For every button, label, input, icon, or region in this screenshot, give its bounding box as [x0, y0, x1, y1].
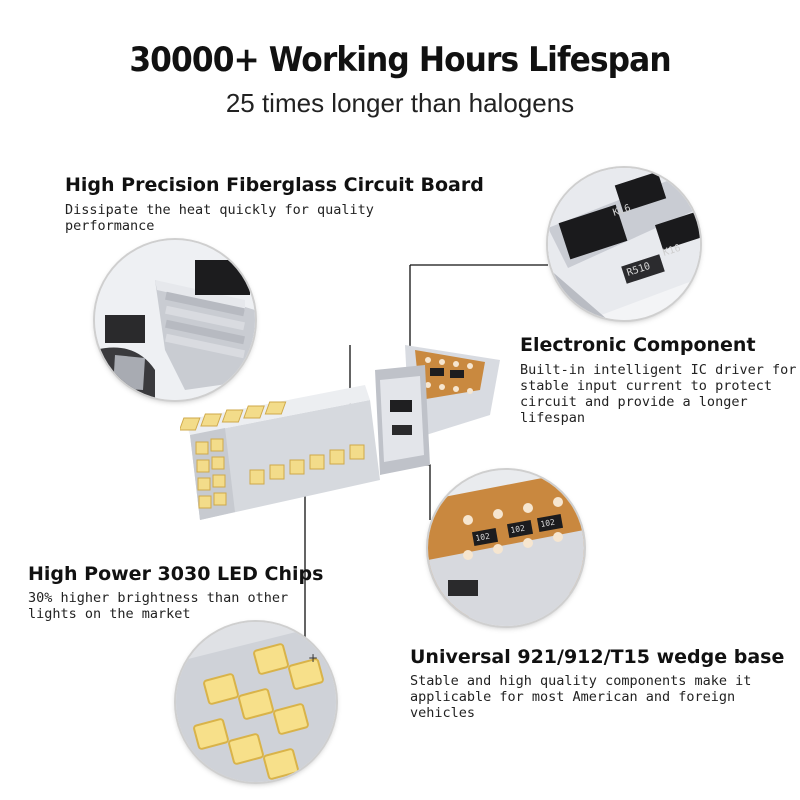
t15-led-bulb-image: [180, 250, 510, 540]
feature-title-circuit-board: High Precision Fiberglass Circuit Board: [65, 174, 484, 196]
feature-desc-line: 30% higher brightness than other: [28, 590, 289, 606]
feature-desc-line: performance: [65, 218, 155, 234]
feature-desc-circuit-board: Dissipate the heat quickly for quality p…: [65, 202, 374, 234]
chip-marking-b: K16: [662, 243, 683, 259]
led-chips-closeup-image: +: [176, 622, 336, 782]
feature-title-led-chips: High Power 3030 LED Chips: [28, 563, 324, 585]
feature-desc-line: Dissipate the heat quickly for quality: [65, 202, 374, 218]
svg-text:+: +: [308, 651, 318, 665]
feature-desc-line: applicable for most American and foreign: [410, 689, 736, 705]
feature-desc-line: Stable and high quality components make …: [410, 673, 752, 689]
chip-marking-a: KL6: [612, 203, 633, 219]
feature-desc-led-chips: 30% higher brightness than other lights …: [28, 590, 288, 622]
feature-title-electronic-component: Electronic Component: [520, 334, 756, 356]
feature-desc-line: lights on the market: [28, 606, 191, 622]
ic-driver-closeup-image: KL6 K16 R510: [548, 168, 700, 320]
feature-title-wedge-base: Universal 921/912/T15 wedge base: [410, 646, 785, 668]
feature-desc-line: vehicles: [410, 705, 476, 721]
wedge-base-closeup-image: 102 102 102: [428, 470, 584, 626]
page-subtitle: 25 times longer than halogens: [225, 88, 575, 118]
feature-desc-electronic-component: Built-in intelligent IC driver for stabl…: [520, 362, 800, 426]
circuit-board-closeup-image: [95, 240, 255, 400]
feature-desc-line: circuit and provide a longer lifespan: [520, 394, 748, 426]
feature-desc-wedge-base: Stable and high quality components make …: [410, 673, 751, 721]
base-chip-marking-1: 102: [475, 532, 491, 543]
base-chip-marking-3: 102: [540, 518, 556, 529]
feature-desc-line: Built-in intelligent IC driver for: [520, 362, 797, 378]
page-title: 30000+ Working Hours Lifespan: [129, 40, 671, 80]
feature-desc-line: stable input current to protect: [520, 378, 772, 394]
base-chip-marking-2: 102: [510, 524, 526, 535]
